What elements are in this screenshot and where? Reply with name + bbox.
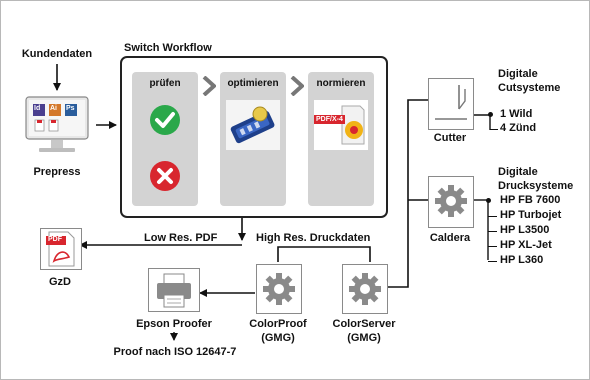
print-systems-title-2: Drucksysteme	[498, 180, 574, 192]
prepress-label: Prepress	[33, 166, 81, 178]
step-label: optimieren	[227, 78, 279, 89]
gear-icon	[263, 273, 295, 305]
colorproof-label-1: ColorProof	[249, 318, 307, 330]
cut-system-item: 1 Wild	[500, 108, 533, 120]
app-icon-label: Id	[34, 105, 41, 112]
epson-label: Epson Proofer	[136, 318, 212, 330]
line-colorserver-cutter	[386, 99, 428, 288]
gear-icon	[349, 273, 381, 305]
step-optimieren: optimieren	[220, 72, 286, 206]
cut-system-item: 4 Zünd	[500, 122, 537, 134]
chevron-right-icon	[290, 76, 304, 96]
colorserver-box	[342, 264, 388, 314]
colorproof-label-2: (GMG)	[261, 332, 295, 344]
printer-icon	[148, 268, 200, 312]
bracket-high-res	[277, 246, 371, 262]
print-system-item: HP L360	[500, 254, 544, 266]
cutter-icon	[428, 78, 474, 130]
chevron-right-icon	[202, 76, 216, 96]
app-icon-label: Ps	[66, 105, 75, 112]
workflow-title: Switch Workflow	[124, 42, 212, 54]
step-label: prüfen	[149, 78, 181, 89]
print-systems-title-1: Digitale	[498, 166, 538, 178]
colorproof-box	[256, 264, 302, 314]
caldera-box	[428, 176, 474, 228]
cut-systems-title-2: Cutsysteme	[498, 82, 561, 94]
pdfx4-badge: PDF/X-4	[314, 115, 345, 124]
gear-icon	[435, 185, 467, 217]
caldera-label: Caldera	[429, 232, 471, 244]
print-system-item: HP Turbojet	[500, 209, 562, 221]
proof-iso-label: Proof nach ISO 12647-7	[113, 346, 237, 358]
step-pruefen: prüfen	[132, 72, 198, 206]
gzd-label: GzD	[49, 276, 71, 288]
cross-icon	[150, 161, 180, 191]
print-system-item: HP L3500	[500, 224, 550, 236]
prepress-monitor-icon: Id Ai Ps	[25, 96, 89, 156]
step-label: normieren	[316, 78, 366, 89]
high-res-label: High Res. Druckdaten	[256, 232, 371, 244]
print-system-item: HP XL-Jet	[500, 239, 552, 251]
pdfx4-icon	[314, 100, 368, 150]
cut-systems-title-1: Digitale	[498, 68, 538, 80]
gzd-pdf-icon: PDF	[40, 228, 82, 270]
print-system-item: HP FB 7600	[500, 194, 561, 206]
colorserver-label-2: (GMG)	[347, 332, 381, 344]
switch-workflow-box: prüfen optimieren	[120, 56, 388, 218]
low-res-pdf-label: Low Res. PDF	[144, 232, 218, 244]
check-icon	[150, 105, 180, 135]
step-normieren: normieren PDF/X-4	[308, 72, 374, 206]
optimize-tool-icon	[226, 100, 280, 150]
app-icon-label: Ai	[50, 105, 57, 112]
customer-data-label: Kundendaten	[21, 48, 93, 60]
colorserver-label-1: ColorServer	[332, 318, 396, 330]
pdf-badge-label: PDF	[48, 236, 62, 243]
cutter-label: Cutter	[433, 132, 467, 144]
